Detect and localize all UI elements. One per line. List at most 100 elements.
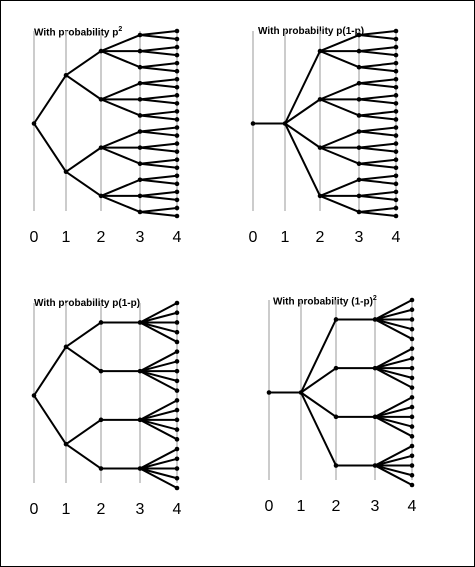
tree-node — [98, 466, 104, 471]
tree-node — [372, 365, 378, 371]
tree-edge — [358, 126, 397, 133]
tree-node — [282, 121, 288, 126]
tree-edge — [139, 467, 178, 480]
tree-edge — [139, 370, 178, 392]
tree-edge — [358, 162, 397, 169]
tree-edge — [358, 194, 397, 201]
tree-edge — [139, 418, 178, 431]
tree-node — [393, 101, 399, 106]
tree-node — [409, 414, 415, 420]
tree-node — [174, 388, 180, 393]
tree-node — [174, 320, 180, 325]
tree-node — [174, 44, 180, 50]
tree-edge — [374, 406, 413, 418]
generation-label: 4 — [392, 229, 401, 246]
tree-node — [393, 117, 399, 122]
tree-edge — [358, 206, 397, 213]
tree-node — [98, 145, 104, 150]
tree-node — [393, 165, 399, 171]
tree-node — [393, 141, 399, 146]
tree-node — [409, 482, 415, 488]
tree-edge — [139, 360, 178, 373]
tree-nodes — [266, 297, 415, 488]
tree-node — [393, 189, 399, 195]
tree-edge — [65, 321, 102, 348]
tree-edge — [300, 391, 337, 418]
tree-node — [174, 446, 180, 452]
tree-edge — [65, 345, 102, 373]
tree-node — [393, 85, 399, 90]
tree-node — [98, 320, 104, 325]
tree-edge — [139, 82, 178, 89]
tree-edge — [358, 114, 397, 121]
tree-edge — [319, 82, 360, 101]
title-superscript: 2 — [118, 26, 123, 33]
tree-node — [409, 317, 415, 322]
tree-node — [174, 329, 180, 335]
tree-node — [137, 113, 143, 118]
tree-node — [409, 297, 415, 303]
tree-node — [409, 443, 415, 449]
tree-node — [409, 385, 415, 390]
generation-label: 2 — [97, 501, 106, 518]
tree-node — [137, 161, 143, 167]
tree-node — [174, 300, 180, 306]
tree-node — [174, 149, 180, 154]
tree-node — [393, 44, 399, 50]
tree-edge — [374, 454, 413, 467]
tree-edge — [139, 457, 178, 470]
tree-node — [174, 407, 180, 413]
tree-node — [174, 485, 180, 491]
tree-node — [356, 80, 362, 86]
tree-node — [409, 463, 415, 468]
generation-label: 0 — [30, 501, 39, 518]
tree-node — [174, 310, 180, 316]
tree-edge — [358, 46, 397, 53]
tree-node — [393, 76, 399, 82]
tree-edge — [358, 158, 397, 165]
tree-node — [356, 48, 362, 54]
generation-label: 1 — [62, 229, 71, 246]
tree-edge — [139, 399, 178, 421]
panel-title: With probability p2 — [34, 26, 122, 38]
generation-label: 0 — [249, 229, 258, 246]
tree-node — [409, 365, 415, 371]
tree-nodes — [250, 28, 399, 219]
tree-node — [393, 181, 399, 187]
tree-edge — [139, 78, 178, 85]
tree-edge — [65, 443, 102, 470]
tree-node — [137, 177, 143, 183]
tree-edge — [65, 74, 102, 101]
tree-node — [356, 64, 362, 70]
tree-edge — [300, 391, 337, 467]
tree-edge — [319, 146, 360, 165]
tree-node — [174, 189, 180, 195]
tree-node — [98, 417, 104, 423]
title-prefix: With probability — [258, 26, 337, 37]
tree-node — [174, 36, 180, 42]
tree-node — [137, 64, 143, 70]
tree-node — [409, 356, 415, 361]
tree-node — [356, 32, 362, 38]
tree-node — [31, 121, 37, 126]
panel-title: With probability p(1-p) — [34, 298, 140, 309]
title-prefix: With probability — [34, 27, 113, 39]
generation-label: 3 — [371, 498, 380, 515]
tree-edge — [358, 66, 397, 73]
tree-edge — [374, 464, 413, 477]
tree-node — [174, 165, 180, 171]
tree-node — [137, 209, 143, 215]
tree-edge — [358, 178, 397, 185]
tree-node — [63, 169, 69, 175]
tree-node — [63, 441, 69, 447]
tree-node — [174, 157, 180, 162]
tree-node — [317, 193, 323, 199]
tree-node — [174, 427, 180, 432]
tree-edge — [374, 396, 413, 418]
tree-edge — [65, 50, 102, 77]
tree-node — [409, 375, 415, 381]
tree-edge — [358, 82, 397, 89]
tree-node — [372, 414, 378, 420]
tree-node — [356, 161, 362, 167]
